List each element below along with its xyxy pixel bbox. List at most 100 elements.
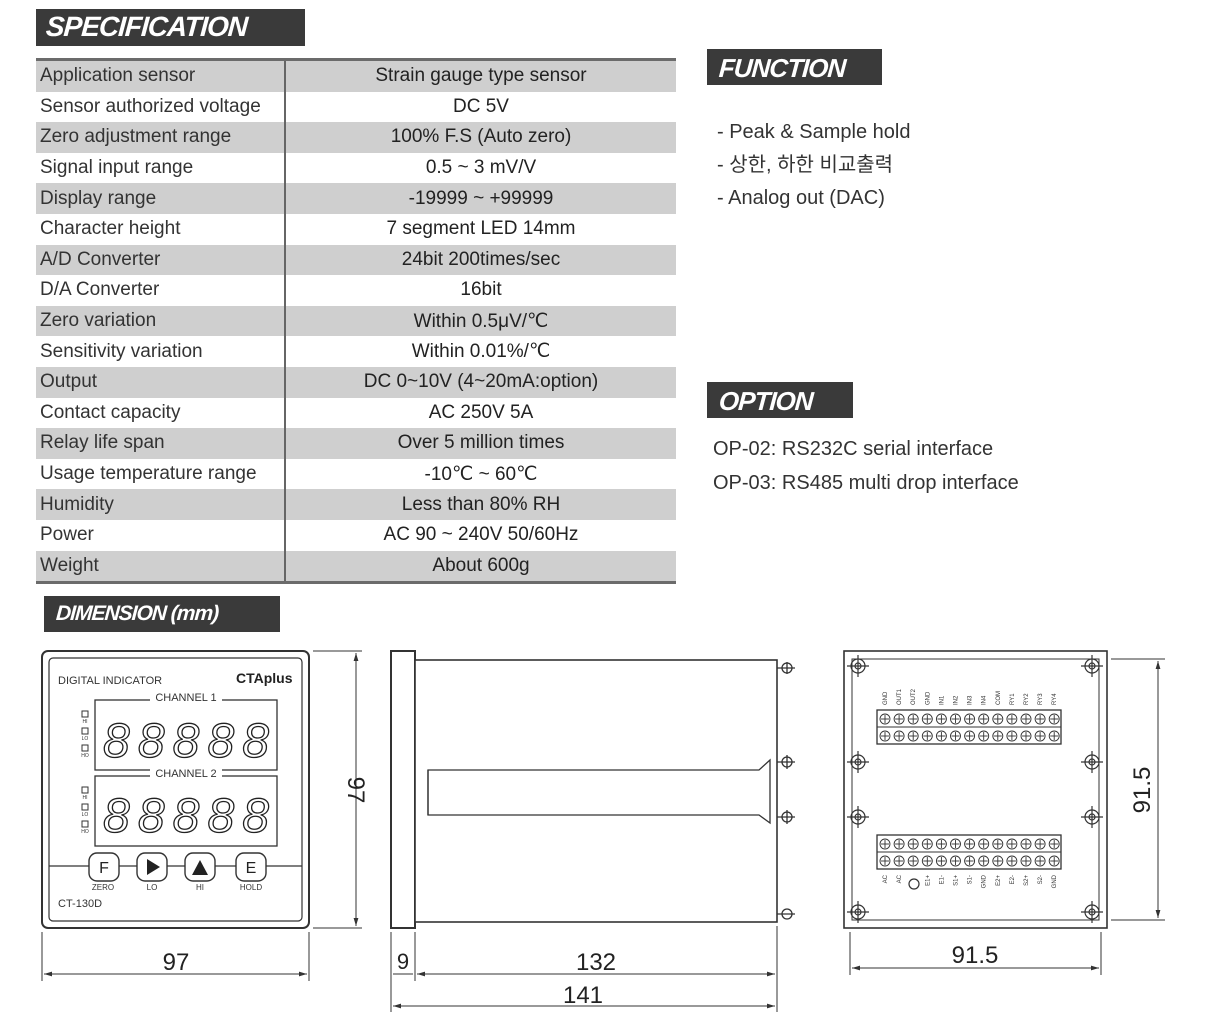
top-terminal-label: IN1 (939, 695, 945, 705)
spec-key: Character height (36, 213, 286, 245)
terminal-screw-icon (964, 855, 976, 867)
bottom-terminal-label: S1- (968, 875, 974, 884)
button-label: LO (147, 883, 158, 892)
terminal-screw-icon (935, 730, 947, 742)
spec-key: Display range (36, 183, 286, 214)
spec-key: Relay life span (36, 428, 286, 459)
function-item: - Peak & Sample hold (717, 121, 911, 143)
terminal-screw-icon (978, 713, 990, 725)
top-terminal-label: OUT2 (911, 688, 917, 705)
channel-2-label: CHANNEL 2 (155, 768, 216, 780)
spec-key: Signal input range (36, 152, 286, 184)
terminal-screw-icon (1048, 730, 1060, 742)
terminal-screw-icon (978, 838, 990, 850)
spec-value: 24bit 200times/sec (285, 244, 676, 276)
option-header: OPTION (707, 382, 853, 418)
spec-key: A/D Converter (36, 244, 286, 276)
terminal-screw-icon (992, 855, 1004, 867)
terminal-screw-icon (978, 730, 990, 742)
front-view-drawing: DIGITAL INDICATOR CTAplus CHANNEL 1 8888… (41, 650, 369, 981)
bottom-terminal-label: E2+ (996, 875, 1002, 886)
bottom-terminal-label: S2- (1038, 875, 1044, 884)
channel-1-label: CHANNEL 1 (155, 692, 216, 704)
right-triangle-icon (147, 859, 160, 875)
front-width-dimension: 97 (163, 949, 190, 976)
bottom-terminal-label: GND (1052, 874, 1058, 888)
terminal-screw-icon (921, 713, 933, 725)
rear-height-dimension: 91.5 (1129, 767, 1156, 814)
terminal-screw-icon (1034, 838, 1046, 850)
spec-value: Less than 80% RH (285, 489, 676, 520)
spec-key: Output (36, 366, 286, 398)
channel-2-indicators: HI LO HO (81, 786, 89, 835)
terminal-screw-icon (893, 713, 905, 725)
bottom-terminal-label: E1- (939, 875, 945, 884)
front-panel-title: DIGITAL INDICATOR (58, 675, 162, 687)
indicator-label: LO (82, 736, 89, 742)
bottom-terminal-label: GND (982, 874, 988, 888)
terminal-screw-icon (879, 730, 891, 742)
function-item: - Analog out (DAC) (717, 187, 885, 209)
terminal-screw-icon (1020, 855, 1032, 867)
terminal-screw-icon (907, 730, 919, 742)
front-height-dimension: 97 (342, 777, 369, 804)
button-label: HOLD (240, 883, 262, 892)
specification-header: SPECIFICATION (36, 9, 305, 45)
bottom-terminal-label: S1+ (954, 875, 960, 886)
terminal-screw-icon (893, 730, 905, 742)
terminal-screw-icon (992, 838, 1004, 850)
e-button-glyph: E (246, 860, 257, 877)
front-panel-brand: CTAplus (236, 670, 293, 686)
terminal-screw-icon (992, 730, 1004, 742)
front-buttons: F E ZERO LO HI HOLD (88, 852, 267, 892)
indicator-label: HO (81, 753, 89, 759)
top-terminal-label: RY3 (1038, 693, 1044, 705)
spec-key: Usage temperature range (36, 458, 286, 490)
terminal-screw-icon (964, 730, 976, 742)
spec-value: Within 0.01%/℃ (411, 341, 551, 363)
spec-value: 100% F.S (Auto zero) (285, 122, 676, 153)
indicator-label: HI (83, 795, 88, 801)
channel-1-digits: 88888 (103, 715, 269, 768)
function-list: - Peak & Sample hold - 상한, 하한 비교출력 - Ana… (717, 116, 910, 215)
ground-circle-icon (908, 878, 920, 890)
spec-key: Humidity (36, 489, 286, 520)
spec-value: 16bit (460, 279, 502, 301)
indicator-label: LO (82, 812, 89, 818)
spec-value: AC 90 ~ 240V 50/60Hz (383, 524, 579, 546)
terminal-screw-icon (950, 730, 961, 742)
channel-1-indicators: HI LO HO (81, 710, 89, 759)
terminal-screw-icon (921, 730, 933, 742)
terminal-screw-icon (1034, 855, 1046, 867)
indicator-label: HO (81, 829, 89, 835)
option-item: OP-03: RS485 multi drop interface (713, 472, 1019, 494)
spec-value: Strain gauge type sensor (285, 59, 676, 92)
top-terminal-label: IN2 (954, 695, 960, 705)
top-terminal-label: OUT1 (897, 688, 903, 705)
terminal-screw-icon (907, 713, 919, 725)
terminal-screw-icon (907, 855, 919, 867)
top-terminal-label: GND (925, 691, 931, 705)
model-label: CT-130D (58, 898, 102, 910)
top-terminal-label: IN4 (982, 695, 988, 705)
spec-value: DC 5V (453, 95, 509, 117)
top-terminal-label: GND (883, 691, 889, 705)
spec-value: 7 segment LED 14mm (386, 218, 576, 240)
terminal-screw-icon (1020, 713, 1032, 725)
terminal-screw-icon (964, 713, 976, 725)
top-terminal-label: RY4 (1052, 693, 1058, 705)
terminal-screw-icon (1020, 730, 1032, 742)
bottom-terminal-label: E1+ (925, 875, 931, 886)
terminal-screw-icon (921, 838, 933, 850)
